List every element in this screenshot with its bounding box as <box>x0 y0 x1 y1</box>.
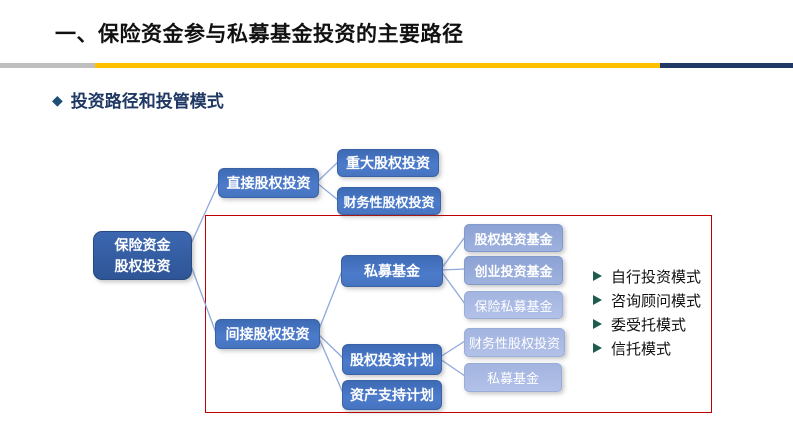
arrow-bullet-icon <box>593 271 602 281</box>
node-indirect-equity-investment: 间接股权投资 <box>215 319 320 349</box>
node-private-fund-sub: 私募基金 <box>464 363 562 392</box>
mode-label: 委受托模式 <box>611 316 687 334</box>
arrow-bullet-icon <box>593 343 602 353</box>
mode-label: 自行投资模式 <box>611 268 702 286</box>
node-private-fund: 私募基金 <box>341 255 443 287</box>
divider-navy-segment <box>660 63 793 68</box>
arrow-bullet-icon <box>593 295 602 305</box>
node-major-equity-investment: 重大股权投资 <box>337 149 439 177</box>
node-equity-investment-plan: 股权投资计划 <box>342 344 442 375</box>
mode-label: 咨询顾问模式 <box>611 292 702 310</box>
node-financial-equity-investment: 财务性股权投资 <box>337 187 441 215</box>
list-item: 信托模式 <box>593 336 701 360</box>
node-financial-equity-investment-sub: 财务性股权投资 <box>464 328 565 357</box>
section-header: ◆ 投资路径和投管模式 <box>52 87 224 112</box>
node-direct-equity-investment: 直接股权投资 <box>218 168 319 198</box>
node-root-line1: 保险资金 <box>114 237 171 254</box>
list-item: 咨询顾问模式 <box>593 288 701 312</box>
node-insurance-private-fund: 保险私募基金 <box>464 291 563 319</box>
divider-gray-segment <box>0 63 95 68</box>
arrow-bullet-icon <box>593 319 602 329</box>
list-item: 自行投资模式 <box>593 264 701 288</box>
node-insurance-funds-equity: 保险资金 股权投资 <box>93 231 192 280</box>
mode-label: 信托模式 <box>611 340 672 358</box>
section-title: 投资路径和投管模式 <box>70 92 224 111</box>
divider-gold-segment <box>95 63 660 68</box>
mode-list: 自行投资模式 咨询顾问模式 委受托模式 信托模式 <box>593 264 701 360</box>
divider-line <box>0 63 793 68</box>
node-root-line2: 股权投资 <box>114 257 171 274</box>
diamond-icon: ◆ <box>52 91 63 108</box>
list-item: 委受托模式 <box>593 312 701 336</box>
node-venture-investment-fund: 创业投资基金 <box>464 256 563 285</box>
page-title: 一、保险资金参与私募基金投资的主要路径 <box>55 23 464 46</box>
node-equity-investment-fund: 股权投资基金 <box>464 224 563 252</box>
node-asset-support-plan: 资产支持计划 <box>342 380 442 410</box>
